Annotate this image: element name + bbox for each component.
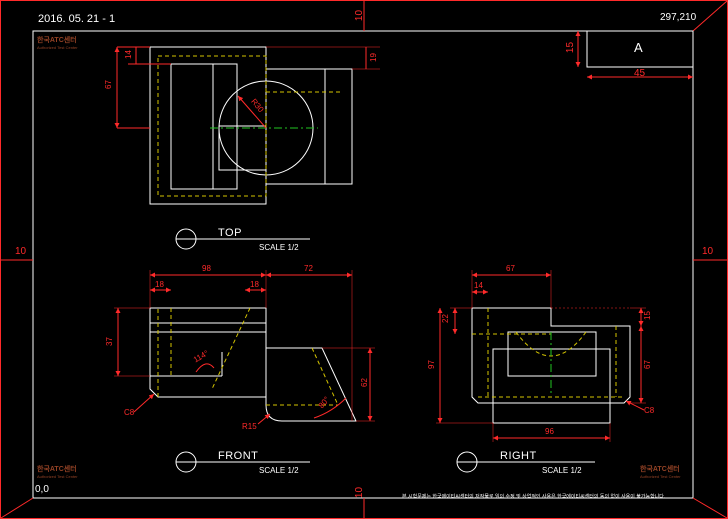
front-dim-r15: R15 (242, 422, 257, 431)
right-dim-96: 96 (545, 427, 554, 436)
right-view-title: RIGHT (500, 450, 537, 462)
top-view-title: TOP (218, 227, 242, 239)
right-dim-67: 67 (506, 264, 515, 273)
border-offset-right: 10 (702, 246, 714, 257)
border-offset-top: 10 (354, 9, 366, 22)
brand-logo-bottom-left: 한국ATC센터 Authorized Test Center (37, 466, 78, 479)
title-block-width-dim: 45 (634, 68, 646, 79)
right-dim-97: 97 (426, 360, 436, 369)
title-block-letter: A (634, 40, 643, 55)
front-dim-c8: C8 (124, 408, 135, 417)
top-dim-19: 19 (368, 53, 378, 62)
top-dim-14: 14 (123, 50, 133, 59)
front-view-title: FRONT (218, 450, 259, 462)
title-block-height-dim: 15 (565, 41, 577, 54)
border-offset-left: 10 (15, 246, 27, 257)
top-view (114, 46, 380, 250)
right-dim-c8: C8 (644, 406, 655, 415)
front-dim-98: 98 (202, 264, 211, 273)
sheet-date: 2016. 05. 21 - 1 (38, 13, 116, 25)
front-dim-62: 62 (359, 378, 369, 387)
front-view (114, 270, 375, 473)
brand-logo-bottom-right: 한국ATC센터 Authorized Test Center (640, 466, 681, 479)
right-dim-22: 22 (440, 314, 450, 323)
title-block (575, 30, 694, 80)
right-view-scale: SCALE 1/2 (542, 466, 582, 475)
right-dim-67-vertical: 67 (642, 360, 652, 369)
border-offset-bottom: 10 (354, 486, 366, 499)
right-dim-15: 15 (642, 311, 652, 320)
top-dim-67: 67 (103, 80, 113, 89)
copyright-notice: 본 시험문제는 한국에이티씨센터의 저작물로 임의 수정 및 상업적인 사용은 … (402, 494, 666, 500)
sheet-origin: 0,0 (35, 484, 49, 495)
right-dim-14: 14 (474, 281, 483, 290)
right-view (436, 270, 646, 473)
sheet-size: 297,210 (660, 12, 697, 23)
front-dim-18-left: 18 (155, 280, 164, 289)
top-view-scale: SCALE 1/2 (259, 243, 299, 252)
brand-logo-top-left: 한국ATC센터 Authorized Test Center (37, 37, 78, 50)
front-dim-37: 37 (104, 337, 114, 346)
front-view-scale: SCALE 1/2 (259, 466, 299, 475)
front-dim-72: 72 (304, 264, 313, 273)
front-dim-18-right: 18 (250, 280, 259, 289)
